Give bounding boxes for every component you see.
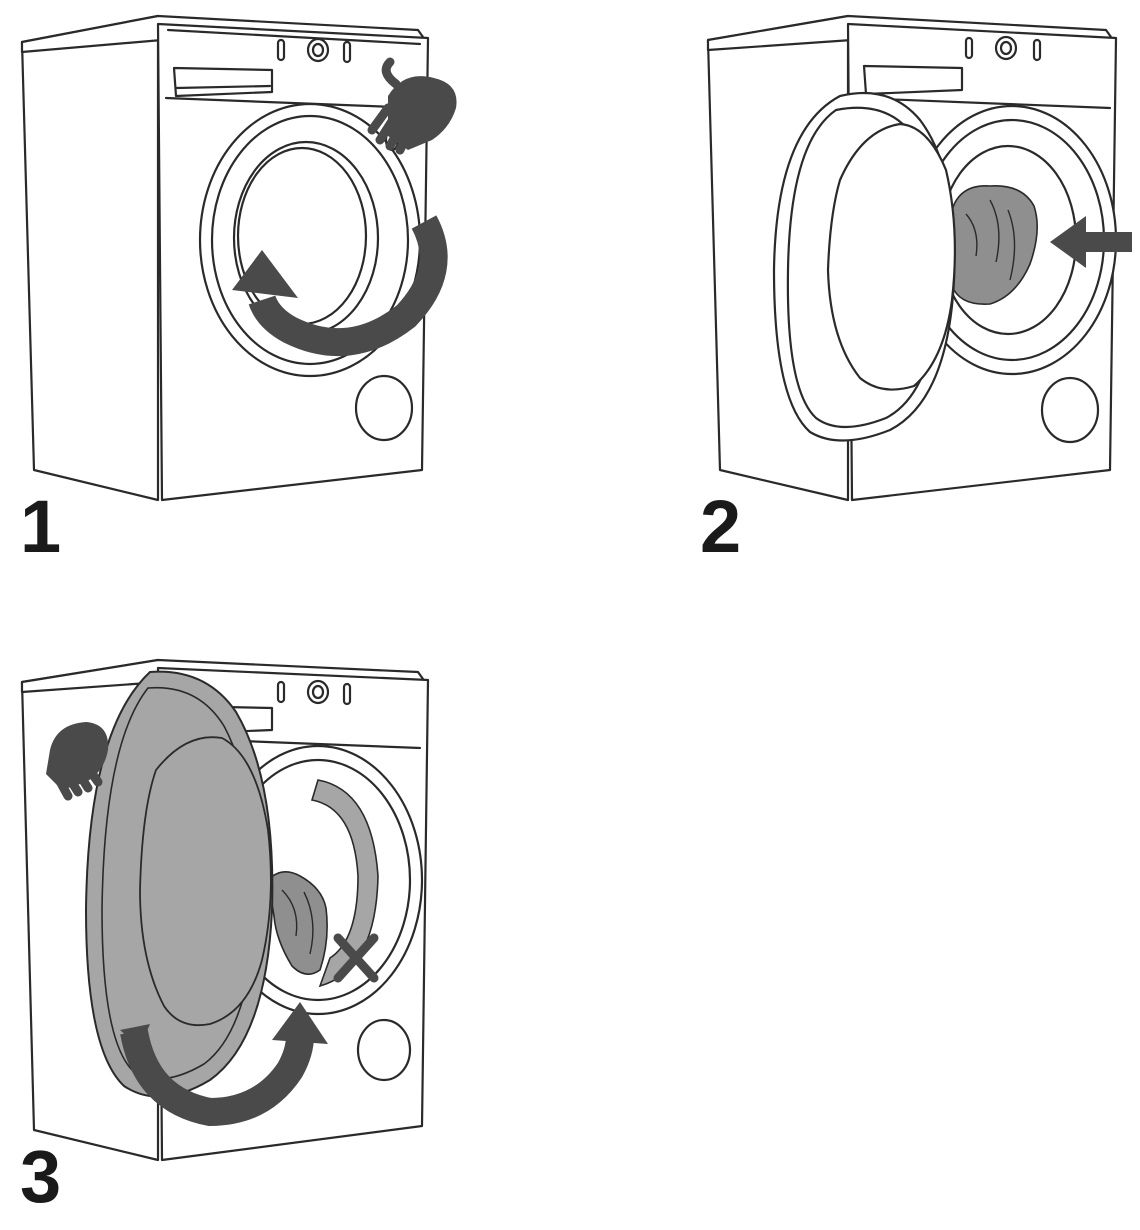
door-seal	[310, 779, 379, 988]
step-2-panel: 2	[690, 0, 1140, 590]
washing-machine-illustration	[20, 658, 430, 1162]
laundry	[267, 871, 328, 975]
closing-door	[84, 670, 274, 1098]
detergent-drawer	[172, 66, 274, 98]
control-button	[342, 682, 352, 706]
control-button	[964, 36, 974, 60]
hand-icon	[367, 57, 457, 155]
rotate-arrow-icon	[232, 215, 448, 357]
cabinet-side	[20, 14, 160, 502]
control-button	[276, 38, 286, 62]
control-button	[342, 40, 352, 64]
filter-cover	[356, 1018, 412, 1082]
rotate-arrow-icon	[120, 1002, 328, 1127]
hand-icon	[46, 722, 109, 801]
filter-cover	[1040, 376, 1100, 444]
step-number: 2	[700, 485, 742, 568]
step-number: 3	[20, 1135, 62, 1218]
control-button	[276, 680, 286, 704]
filter-cover	[354, 374, 414, 442]
dial-knob	[306, 37, 330, 63]
laundry	[951, 185, 1038, 305]
control-button	[1032, 38, 1042, 62]
step-number: 1	[20, 485, 62, 568]
dial-knob	[994, 35, 1018, 61]
x-mark-icon	[333, 933, 379, 983]
detergent-drawer	[862, 64, 964, 96]
arrow-left-icon	[1050, 216, 1132, 268]
open-door	[772, 92, 956, 442]
washing-machine-illustration	[706, 14, 1132, 502]
washing-machine-illustration	[20, 14, 457, 502]
step-1-panel: 1	[0, 0, 560, 590]
step-3-panel: 3	[0, 640, 560, 1230]
dial-knob	[306, 679, 330, 705]
